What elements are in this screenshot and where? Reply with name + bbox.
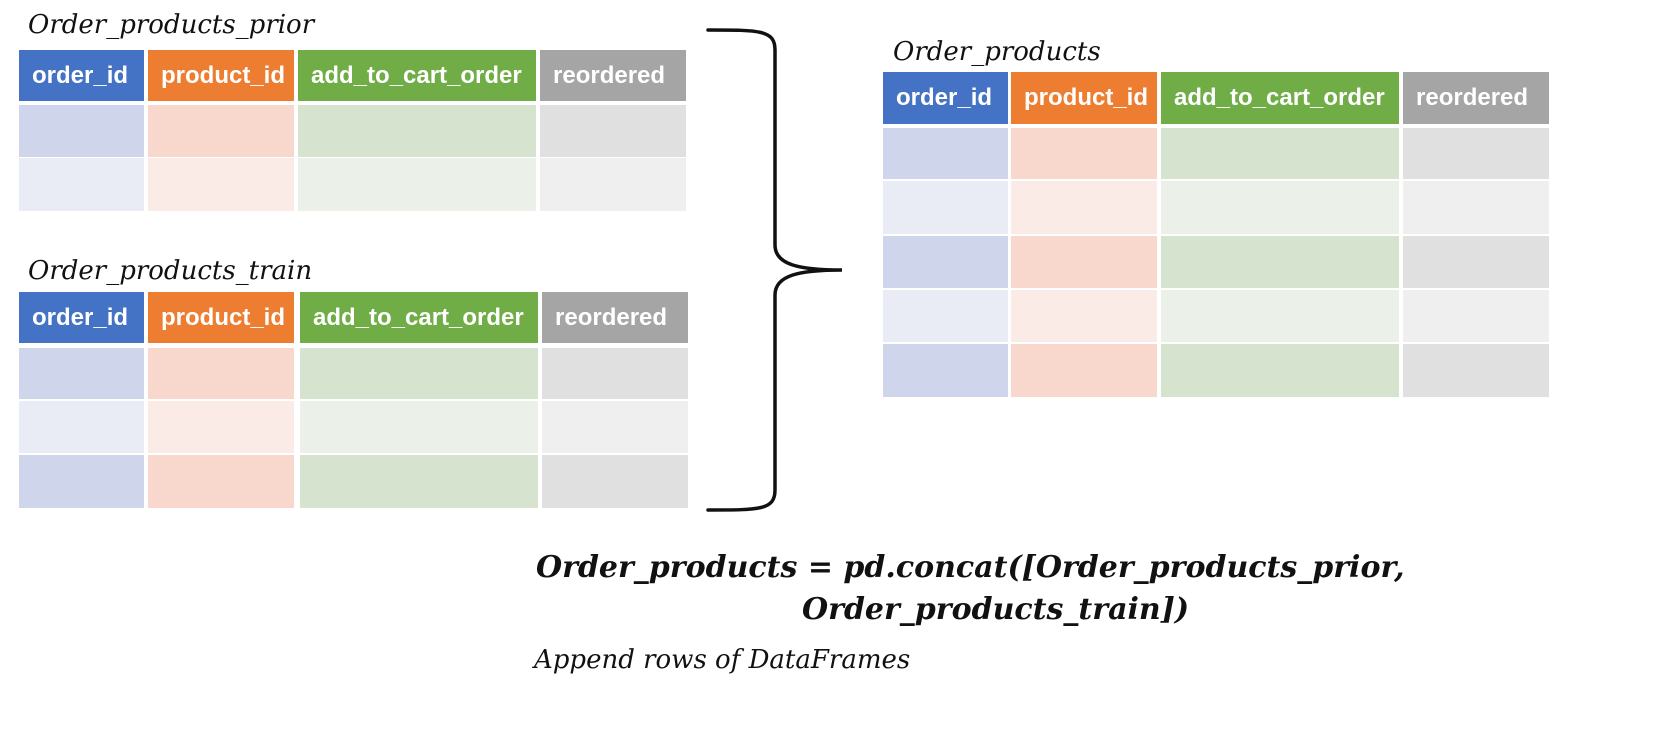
table-cell — [542, 348, 688, 399]
table-cell — [1403, 181, 1549, 234]
table-cell — [148, 105, 294, 157]
table-cell — [1161, 128, 1399, 179]
column-header-order-id: order_id — [19, 50, 144, 101]
column-header-reordered: reordered — [542, 292, 688, 343]
table-title-prior: Order_products_prior — [28, 10, 315, 40]
table-cell — [148, 348, 294, 399]
table-cell — [300, 348, 538, 399]
code-line-2: Order_products_train]) — [802, 592, 1190, 627]
table-cell — [19, 158, 144, 211]
table-cell — [1011, 128, 1157, 179]
table-cell — [19, 348, 144, 399]
column-header-add-to-cart-order: add_to_cart_order — [1161, 72, 1399, 124]
table-cell — [540, 105, 686, 157]
table-cell — [883, 236, 1008, 288]
column-header-reordered: reordered — [1403, 72, 1549, 124]
column-header-order-id: order_id — [883, 72, 1008, 124]
table-cell — [883, 344, 1008, 397]
table-cell — [883, 181, 1008, 234]
column-header-add-to-cart-order: add_to_cart_order — [298, 50, 536, 101]
column-header-product-id: product_id — [1011, 72, 1157, 124]
table-cell — [298, 105, 536, 157]
table-cell — [300, 455, 538, 508]
table-cell — [300, 401, 538, 453]
table-cell — [19, 455, 144, 508]
caption: Append rows of DataFrames — [534, 645, 911, 675]
table-title-result: Order_products — [893, 37, 1101, 67]
table-cell — [1161, 236, 1399, 288]
brace-path — [706, 28, 843, 512]
table-cell — [19, 401, 144, 453]
table-cell — [883, 290, 1008, 342]
table-cell — [1403, 236, 1549, 288]
table-cell — [148, 158, 294, 211]
table-cell — [148, 455, 294, 508]
table-cell — [1161, 181, 1399, 234]
code-line-1: Order_products = pd.concat([Order_produc… — [536, 550, 1405, 585]
table-cell — [1161, 290, 1399, 342]
column-header-order-id: order_id — [19, 292, 144, 343]
column-header-reordered: reordered — [540, 50, 686, 101]
table-cell — [1403, 344, 1549, 397]
table-cell — [1011, 290, 1157, 342]
table-cell — [148, 401, 294, 453]
table-cell — [883, 128, 1008, 179]
table-cell — [1161, 344, 1399, 397]
column-header-add-to-cart-order: add_to_cart_order — [300, 292, 538, 343]
table-cell — [1011, 344, 1157, 397]
column-header-product-id: product_id — [148, 50, 294, 101]
table-title-train: Order_products_train — [28, 256, 313, 286]
table-cell — [1403, 128, 1549, 179]
table-cell — [19, 105, 144, 157]
column-header-product-id: product_id — [148, 292, 294, 343]
table-cell — [540, 158, 686, 211]
table-cell — [298, 158, 536, 211]
table-cell — [1011, 236, 1157, 288]
table-cell — [1403, 290, 1549, 342]
table-cell — [542, 455, 688, 508]
table-cell — [542, 401, 688, 453]
table-cell — [1011, 181, 1157, 234]
